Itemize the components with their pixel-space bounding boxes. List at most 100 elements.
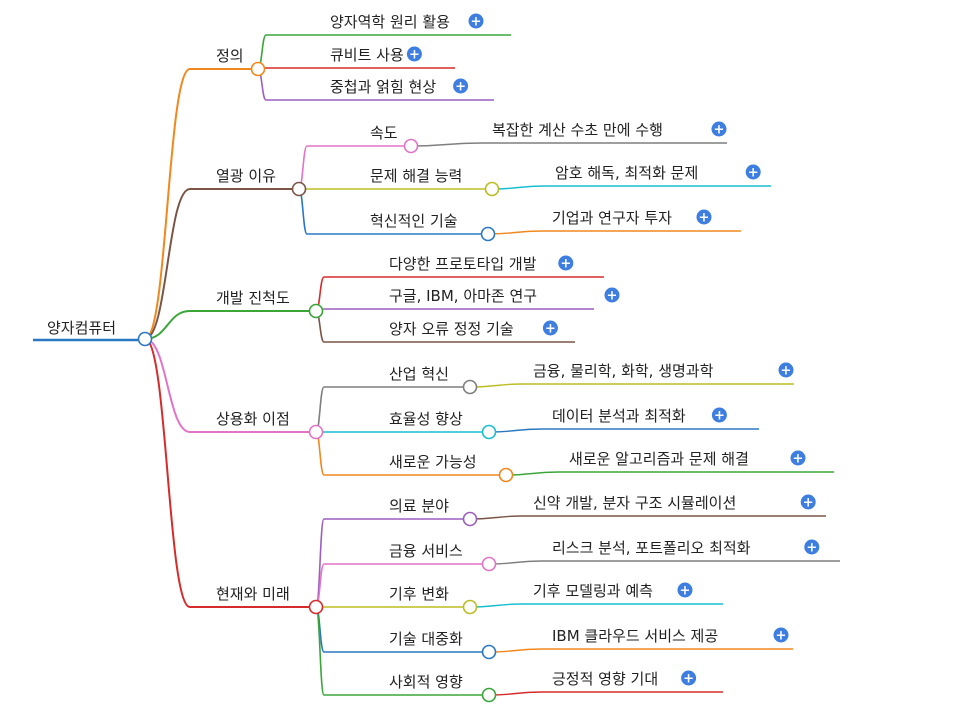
plus-glyph: + <box>776 629 787 644</box>
plus-circle-icon[interactable] <box>745 164 761 180</box>
branch-toggle[interactable] <box>308 424 324 440</box>
branch-label: 현재와 미래 <box>216 585 290 603</box>
plus-circle-icon[interactable] <box>681 670 697 686</box>
child-label: 양자 오류 정정 기술 <box>389 320 514 338</box>
child-label: 의료 분야 <box>389 497 449 515</box>
child-label: 새로운 가능성 <box>389 453 477 471</box>
branch-toggle[interactable] <box>308 303 324 319</box>
leaf-label: 데이터 분석과 최적화 <box>552 407 686 425</box>
plus-circle-icon[interactable] <box>604 287 620 303</box>
branch-toggle[interactable] <box>308 599 324 615</box>
plus-circle-icon[interactable] <box>677 582 693 598</box>
child-toggle[interactable] <box>403 138 419 154</box>
leaf-label: 기후 모델링과 예측 <box>533 582 653 600</box>
child-label: 중첩과 얽힘 현상 <box>330 78 436 96</box>
plus-circle-icon[interactable] <box>773 627 789 643</box>
root-label: 양자컴퓨터 <box>47 319 116 337</box>
child-toggle[interactable] <box>462 599 478 615</box>
plus-glyph: + <box>748 166 759 181</box>
leaf-connector <box>488 428 543 433</box>
child-toggle[interactable] <box>462 511 478 527</box>
leaf-label: 신약 개발, 분자 구조 시뮬레이션 <box>533 494 736 512</box>
leaf-connector <box>469 383 524 388</box>
plus-glyph: + <box>455 80 466 95</box>
child-label: 금융 서비스 <box>389 542 463 560</box>
plus-circle-icon[interactable] <box>468 13 484 29</box>
leaf-label: 리스크 분석, 포트폴리오 최적화 <box>552 539 751 557</box>
branch-label: 열광 이유 <box>216 167 276 185</box>
leaf-connector <box>469 603 524 608</box>
branch-toggle[interactable] <box>291 181 307 197</box>
leaf-connector <box>487 230 543 235</box>
plus-circle-icon[interactable] <box>790 450 806 466</box>
child-toggle[interactable] <box>481 687 497 703</box>
child-label: 혁신적인 기술 <box>370 212 458 230</box>
child-connector <box>315 518 325 608</box>
leaf-label: IBM 클라우드 서비스 제공 <box>552 627 718 645</box>
plus-glyph: + <box>781 364 792 379</box>
leaf-connector <box>488 560 543 565</box>
plus-glyph: + <box>793 452 804 467</box>
leaf-label: 긍정적 영향 기대 <box>552 670 658 688</box>
leaf-label: 금융, 물리학, 화학, 생명과학 <box>533 362 714 380</box>
plus-circle-icon[interactable] <box>406 46 422 62</box>
child-label: 산업 혁신 <box>389 365 449 383</box>
child-toggle[interactable] <box>481 644 497 660</box>
plus-circle-icon[interactable] <box>804 539 820 555</box>
child-label: 큐비트 사용 <box>330 46 404 64</box>
leaf-connector <box>488 648 543 653</box>
leaf-connector <box>410 142 483 147</box>
plus-circle-icon[interactable] <box>800 494 816 510</box>
branch-connector <box>144 188 191 340</box>
connectors <box>33 34 840 696</box>
plus-glyph: + <box>699 211 710 226</box>
branch-label: 개발 진척도 <box>216 289 290 307</box>
child-label: 효율성 향상 <box>389 410 463 428</box>
plus-glyph: + <box>680 584 691 599</box>
child-toggle[interactable] <box>462 379 478 395</box>
leaf-connector <box>469 515 524 520</box>
plus-circle-icon[interactable] <box>696 209 712 225</box>
branch-connector <box>144 338 191 608</box>
plus-glyph: + <box>683 672 694 687</box>
branch-connector <box>144 68 191 340</box>
branch-connector <box>144 338 191 433</box>
child-toggle[interactable] <box>481 424 497 440</box>
plus-glyph: + <box>714 123 725 138</box>
branch-toggle[interactable] <box>250 61 266 77</box>
plus-circle-icon[interactable] <box>453 78 469 94</box>
plus-glyph: + <box>409 48 420 63</box>
plus-circle-icon[interactable] <box>711 407 727 423</box>
leaf-label: 새로운 알고리즘과 문제 해결 <box>569 450 749 468</box>
plus-glyph: + <box>803 496 814 511</box>
plus-circle-icon[interactable] <box>778 362 794 378</box>
leaf-label: 암호 해독, 최적화 문제 <box>555 164 698 182</box>
child-label: 구글, IBM, 아마존 연구 <box>389 287 537 305</box>
branch-label: 정의 <box>216 47 244 65</box>
child-label: 다양한 프로토타입 개발 <box>389 255 537 273</box>
leaf-label: 복잡한 계산 수초 만에 수행 <box>492 121 663 139</box>
child-label: 기술 대중화 <box>389 630 463 648</box>
plus-glyph: + <box>471 15 482 30</box>
plus-circle-icon[interactable] <box>558 255 574 271</box>
root-toggle[interactable] <box>137 331 153 347</box>
plus-circle-icon[interactable] <box>542 320 558 336</box>
child-label: 속도 <box>370 124 398 142</box>
child-label: 기후 변화 <box>389 585 449 603</box>
child-label: 문제 해결 능력 <box>370 167 462 185</box>
plus-glyph: + <box>560 257 571 272</box>
leaf-connector <box>488 691 543 696</box>
child-toggle[interactable] <box>480 226 496 242</box>
child-toggle[interactable] <box>484 181 500 197</box>
child-toggle[interactable] <box>481 556 497 572</box>
child-toggle[interactable] <box>498 467 514 483</box>
plus-glyph: + <box>607 289 618 304</box>
plus-glyph: + <box>714 409 725 424</box>
plus-circle-icon[interactable] <box>711 121 727 137</box>
leaf-connector <box>505 471 560 476</box>
leaf-connector <box>491 185 546 190</box>
leaf-label: 기업과 연구자 투자 <box>552 209 672 227</box>
child-label: 사회적 영향 <box>389 673 463 691</box>
